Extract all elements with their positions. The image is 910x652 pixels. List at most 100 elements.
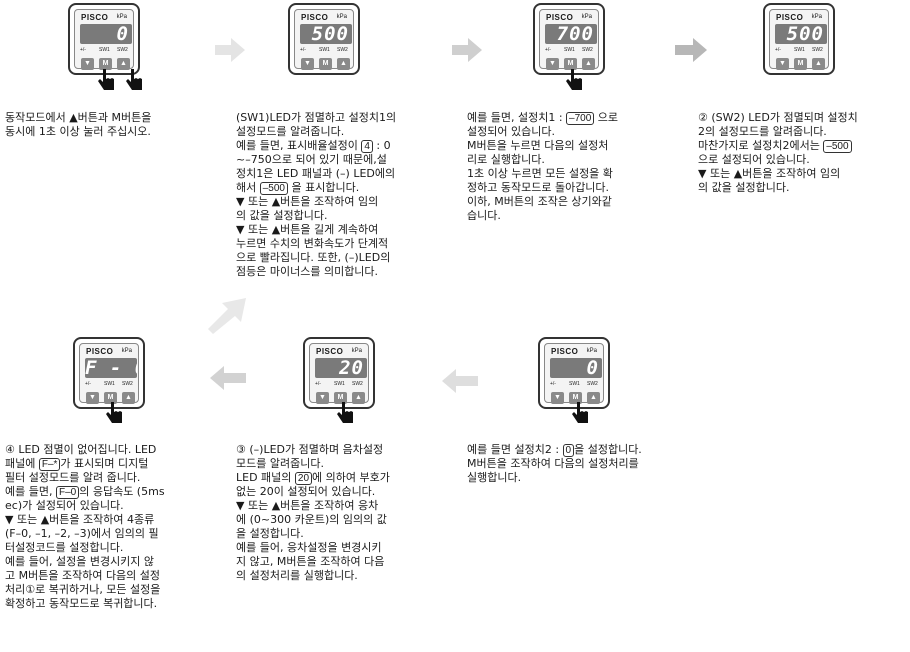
indicator-labels: +/- SW1 SW2 (774, 47, 824, 55)
indicator-labels: +/- SW1 SW2 (79, 47, 129, 55)
up-button[interactable]: ▲ (337, 58, 350, 70)
text-line: M버튼을 누르면 다음의 설정처 (467, 139, 609, 152)
text-line: M버튼을 조작하여 다음의 설정처리를 (467, 457, 639, 470)
text-line: 패널에 F–*가 표시되며 디지털 (5, 457, 165, 471)
text-line: ▼ 또는 ▲버튼을 길게 계속하여 (236, 223, 379, 236)
indicator-labels: +/- SW1 SW2 (314, 381, 364, 389)
text-line: ▼ 또는 ▲버튼을 조작하여 4종류 (5, 513, 155, 526)
down-button[interactable]: ▼ (81, 58, 94, 70)
text-line: 해서 –500 을 표시합니다. (236, 181, 396, 195)
controller-panel-2: PISCO kPa 500 +/- SW1 SW2 ▼ M ▲ (288, 3, 360, 75)
hand-pointer-icon (572, 402, 588, 423)
text-line: 으로 설정되어 있습니다. (698, 153, 810, 166)
down-button[interactable]: ▼ (546, 58, 559, 70)
text-line: 고 M버튼을 조작하여 다음의 설정 (5, 569, 161, 582)
sw2-label: SW2 (117, 47, 128, 53)
sw2-label: SW2 (122, 381, 133, 387)
boxed-value: 4 (361, 140, 373, 153)
panel-face: PISCO kPa F - 0 +/- SW1 SW2 ▼ M ▲ (79, 343, 139, 404)
text-line: 에 (0~300 카운트)의 임의의 값 (236, 513, 387, 526)
text-line: 이하, M버튼의 조작은 상기와같 (467, 195, 612, 208)
indicator-labels: +/- SW1 SW2 (84, 381, 134, 389)
brand-logo: PISCO (301, 13, 329, 22)
sw2-label: SW2 (352, 381, 363, 387)
sw1-label: SW1 (569, 381, 580, 387)
text-line: 의 설정처리를 실행합니다. (236, 569, 358, 582)
up-button[interactable]: ▲ (587, 392, 600, 404)
m-button[interactable]: M (104, 392, 117, 404)
indicator-labels: +/- SW1 SW2 (544, 47, 594, 55)
text-line: 점등은 마이너스를 의미합니다. (236, 265, 379, 278)
text-line: 설정되어 있습니다. (467, 125, 555, 138)
down-button[interactable]: ▼ (301, 58, 314, 70)
down-button[interactable]: ▼ (316, 392, 329, 404)
text-line: 예를 들어, 응차설정을 변경시키 (236, 541, 382, 554)
brand-logo: PISCO (776, 13, 804, 22)
text-line: 필터 설정모드를 알려 줍니다. (5, 471, 141, 484)
controller-panel-6: PISCO kPa 20 +/- SW1 SW2 ▼ M ▲ (303, 337, 375, 409)
brand-logo: PISCO (316, 347, 344, 356)
text-fragment: 해서 (236, 181, 260, 194)
text-line: ③ (–)LED가 점멸하며 음차설정 (236, 443, 384, 456)
text-fragment: 예를 들면 설정치2 : (467, 443, 563, 456)
m-button[interactable]: M (319, 58, 332, 70)
text-line: 습니다. (467, 209, 501, 222)
down-button[interactable]: ▼ (551, 392, 564, 404)
text-fragment: 에 의하여 부호가 (312, 471, 390, 484)
m-button[interactable]: M (99, 58, 112, 70)
text-line: 의 값을 설정합니다. (698, 181, 790, 194)
m-button[interactable]: M (564, 58, 577, 70)
pm-label: +/- (550, 381, 556, 387)
text-line: 예를 들면, 설정치1 : –700 으로 (467, 111, 618, 125)
up-button[interactable]: ▲ (582, 58, 595, 70)
m-button[interactable]: M (569, 392, 582, 404)
led-display: 20 (315, 358, 367, 378)
panel-face: PISCO kPa 500 +/- SW1 SW2 ▼ M ▲ (769, 9, 829, 70)
up-button[interactable]: ▲ (812, 58, 825, 70)
m-button[interactable]: M (334, 392, 347, 404)
step6-text: ③ (–)LED가 점멸하며 음차설정 모드를 알려줍니다. LED 패널의 2… (236, 443, 390, 583)
pm-label: +/- (545, 47, 551, 53)
text-fragment: 예를 들면, 설정치1 : (467, 111, 567, 124)
indicator-labels: +/- SW1 SW2 (299, 47, 349, 55)
text-line: 2의 설정모드를 알려줍니다. (698, 125, 827, 138)
down-button[interactable]: ▼ (776, 58, 789, 70)
text-line: 확정하고 동작모드로 복귀합니다. (5, 597, 158, 610)
text-line: 으로 빨라집니다. 또한, (–)LED의 (236, 251, 391, 264)
up-button[interactable]: ▲ (117, 58, 130, 70)
arrow-left-icon (210, 366, 246, 390)
brand-logo: PISCO (86, 347, 114, 356)
pm-label: +/- (300, 47, 306, 53)
up-button[interactable]: ▲ (352, 392, 365, 404)
controller-panel-7: PISCO kPa F - 0 +/- SW1 SW2 ▼ M ▲ (73, 337, 145, 409)
button-row: ▼ M ▲ (84, 392, 135, 404)
button-row: ▼ M ▲ (544, 58, 595, 70)
led-display: 500 (300, 24, 352, 44)
controller-panel-3: PISCO kPa 700 +/- SW1 SW2 ▼ M ▲ (533, 3, 605, 75)
text-fragment: 마찬가지로 설정치2에서는 (698, 139, 824, 152)
text-fragment: 예를 들면, 표시배율설정이 (236, 139, 362, 152)
boxed-value: F–* (38, 458, 61, 471)
unit-label: kPa (336, 14, 347, 20)
m-button[interactable]: M (794, 58, 807, 70)
text-fragment: 의 응답속도 (5ms (79, 485, 165, 498)
text-line: 마찬가지로 설정치2에서는 –500 (698, 139, 858, 153)
boxed-value: –700 (566, 112, 595, 125)
sw2-label: SW2 (812, 47, 823, 53)
sw1-label: SW1 (104, 381, 115, 387)
text-line: 없는 20이 설정되어 있습니다. (236, 485, 376, 498)
boxed-value: –500 (259, 182, 288, 195)
text-line: 리로 실행합니다. (467, 153, 545, 166)
boxed-value: –500 (823, 140, 852, 153)
boxed-value: 0 (562, 444, 575, 457)
unit-label: kPa (121, 348, 132, 354)
text-line: 동작모드에서 ▲버튼과 M버튼을 (5, 111, 152, 124)
up-button[interactable]: ▲ (122, 392, 135, 404)
button-row: ▼ M ▲ (299, 58, 350, 70)
text-line: 실행합니다. (467, 471, 522, 484)
panel-face: PISCO kPa 20 +/- SW1 SW2 ▼ M ▲ (309, 343, 369, 404)
text-line: (SW1)LED가 점멸하고 설정치1의 (236, 111, 397, 124)
text-line: ▼ 또는 ▲버튼을 조작하여 임의 (698, 167, 841, 180)
arrow-right-icon (675, 38, 707, 62)
down-button[interactable]: ▼ (86, 392, 99, 404)
